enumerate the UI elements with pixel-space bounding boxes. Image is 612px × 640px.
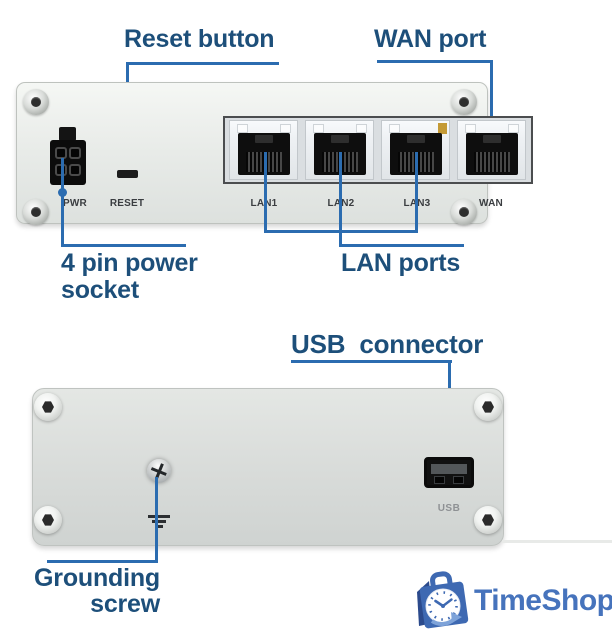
screw-icon [23, 199, 49, 225]
usb-port [424, 457, 474, 488]
lan-connector-line [264, 230, 418, 233]
port-latch-window [465, 124, 476, 133]
power-pin-hole [69, 164, 81, 176]
hex-screw-icon [34, 506, 62, 534]
ground-symbol [152, 520, 166, 523]
wan-label: WAN [479, 198, 503, 209]
wan-port [457, 120, 526, 180]
lan1-pointer-line [264, 152, 267, 233]
reset-button [117, 170, 138, 178]
lan-ports-callout: LAN ports [341, 249, 461, 277]
lan3-pointer-line [415, 152, 418, 233]
reset-callout-underline [126, 62, 279, 65]
ground-symbol [148, 515, 170, 518]
hex-screw-icon [34, 393, 62, 421]
power-socket [50, 140, 86, 185]
hex-screw-icon [474, 393, 502, 421]
screw-icon [451, 199, 477, 225]
power-pointer-line [61, 158, 64, 247]
port-latch-window [389, 124, 400, 133]
reset-button-callout: Reset button [124, 25, 275, 53]
lan3-port [381, 120, 450, 180]
ethernet-port-block [223, 116, 533, 184]
usb-connector-callout: USB connector [291, 329, 484, 359]
power-callout-underline [61, 244, 186, 247]
reset-label: RESET [109, 198, 145, 209]
port-latch-window [280, 124, 291, 133]
lan-callout-underline [339, 244, 464, 247]
ground-symbol [155, 525, 163, 528]
port-latch-window [356, 124, 367, 133]
port-latch-window [508, 124, 519, 133]
usb-callout-underline [291, 360, 452, 363]
pwr-label: PWR [63, 198, 87, 209]
grounding-callout-underline [47, 560, 158, 563]
port-latch-window [237, 124, 248, 133]
grounding-screw [143, 455, 175, 487]
rear-panel: USB [32, 388, 504, 546]
power-pin-hole [69, 147, 81, 159]
screw-icon [451, 89, 477, 115]
grounding-screw-callout: Grounding screw [34, 564, 160, 618]
wan-callout-pointer-line [490, 60, 493, 156]
wan-port-callout: WAN port [374, 25, 487, 53]
power-line-dot [58, 188, 67, 197]
port-latch-window [313, 124, 324, 133]
rj45-jack [466, 133, 518, 175]
hex-screw-icon [474, 506, 502, 534]
usb-tongue [431, 464, 467, 474]
usb-port-label: USB [437, 503, 461, 514]
usb-contact [434, 476, 445, 484]
lan1-label: LAN1 [236, 198, 292, 209]
port-indicator [438, 123, 447, 134]
surface-edge-line [502, 540, 612, 543]
wan-callout-underline [377, 60, 493, 63]
grounding-pointer-line [155, 477, 158, 563]
usb-contact [453, 476, 464, 484]
power-socket-tab [59, 127, 76, 141]
power-socket-callout: 4 pin power socket [61, 249, 198, 304]
brand-logo-text: TimeShop [474, 584, 612, 617]
lan2-pointer-line [339, 152, 342, 247]
clock-bag-icon [417, 571, 469, 629]
front-panel: PWR RESET [16, 82, 533, 225]
screw-icon [23, 89, 49, 115]
